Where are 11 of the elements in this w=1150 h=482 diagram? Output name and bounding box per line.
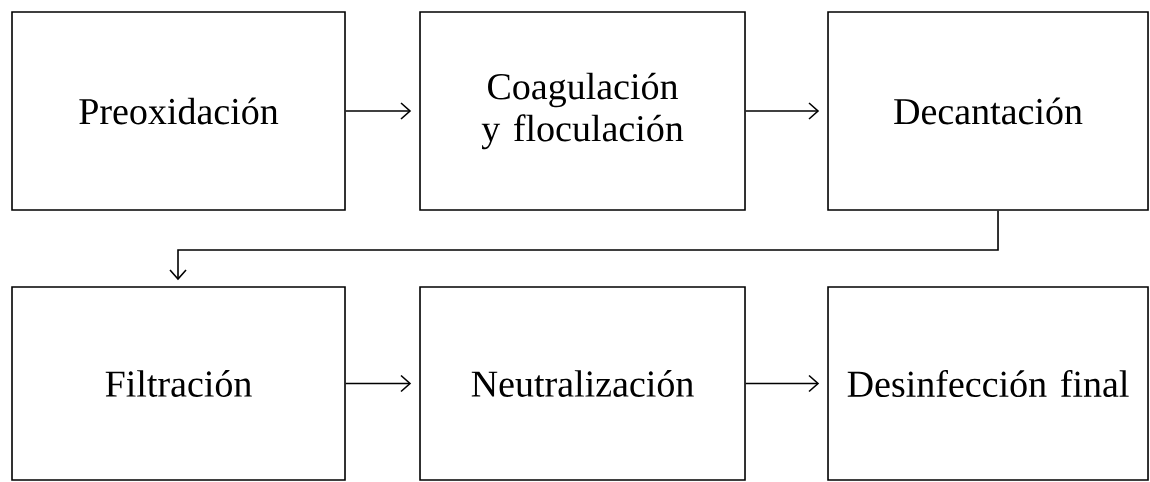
arrow <box>169 210 999 281</box>
process-box: Filtración <box>11 286 346 481</box>
process-box: Desinfección final <box>827 286 1149 481</box>
arrow <box>345 102 412 120</box>
process-box: Preoxidación <box>11 11 346 211</box>
arrow <box>345 374 412 393</box>
arrow <box>745 374 820 393</box>
process-box: Neutralización <box>419 286 746 481</box>
process-box: Decantación <box>827 11 1149 211</box>
arrow <box>745 102 820 120</box>
process-box: Coagulación y floculación <box>419 11 746 211</box>
